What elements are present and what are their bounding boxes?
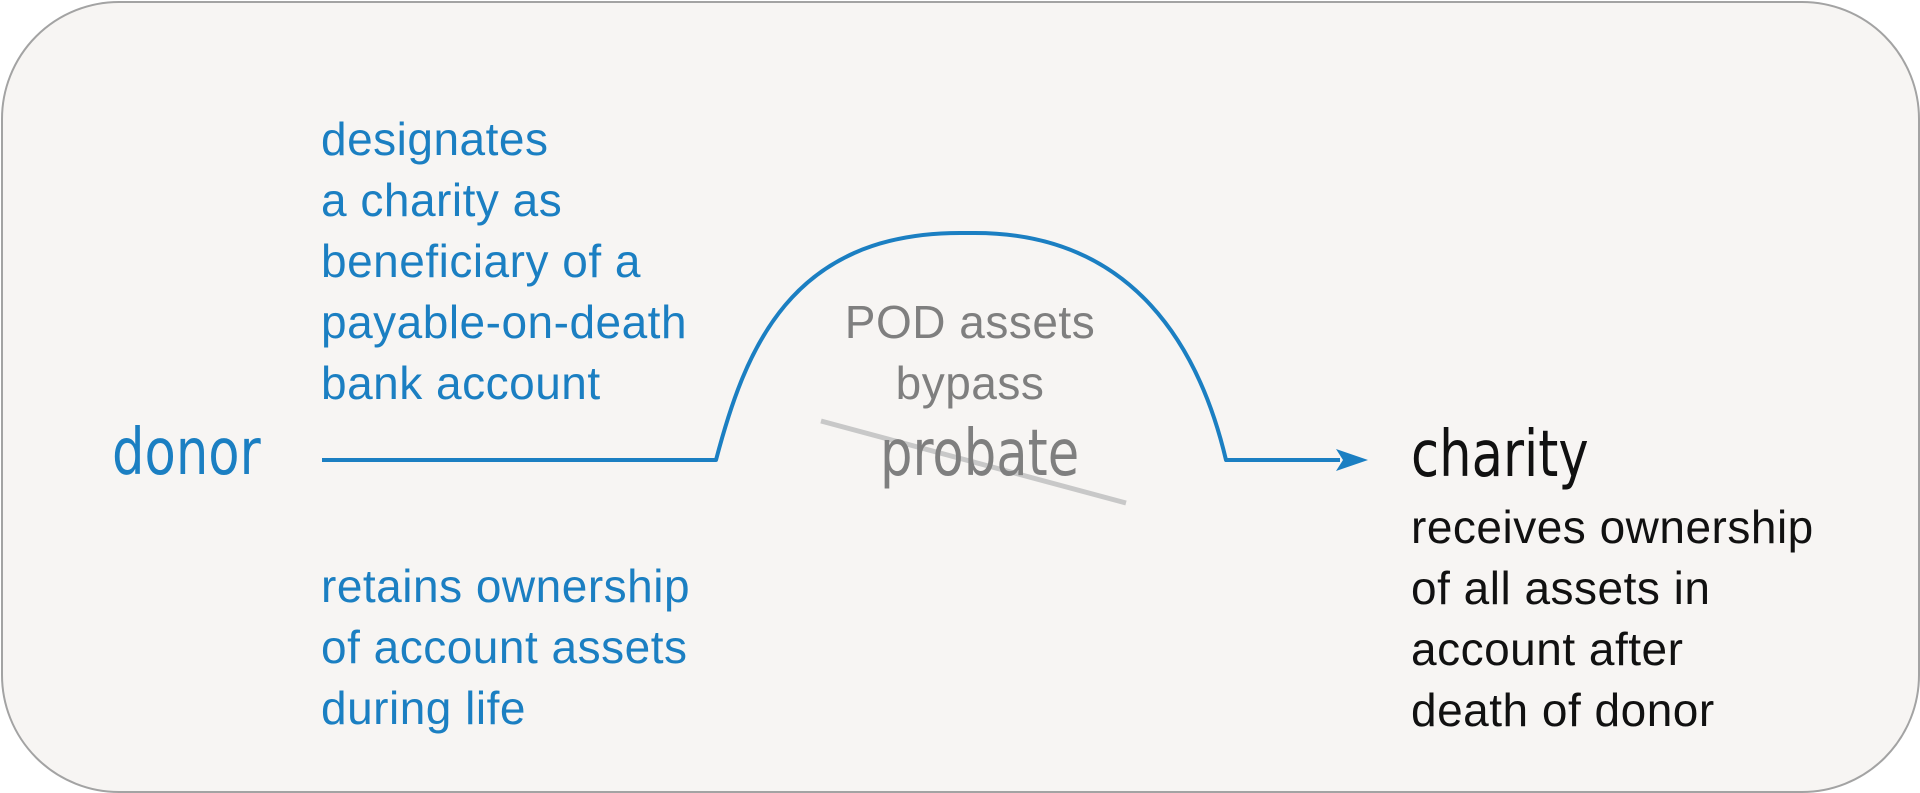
donor-action-text: designates a charity as beneficiary of a… [321,113,688,409]
probate-label: probate [880,417,1080,491]
charity-label: charity [1411,418,1589,492]
strikethrough-line-icon [820,418,1127,506]
bypass-caption: POD assets bypass [844,296,1096,409]
donor-retention-text: retains ownership of account assets duri… [321,560,691,734]
charity-description: receives ownership of all assets in acco… [1411,501,1814,736]
arrowhead-icon [1336,449,1368,471]
flow-arrow-icon [322,231,1340,462]
donor-label: donor [112,416,261,490]
